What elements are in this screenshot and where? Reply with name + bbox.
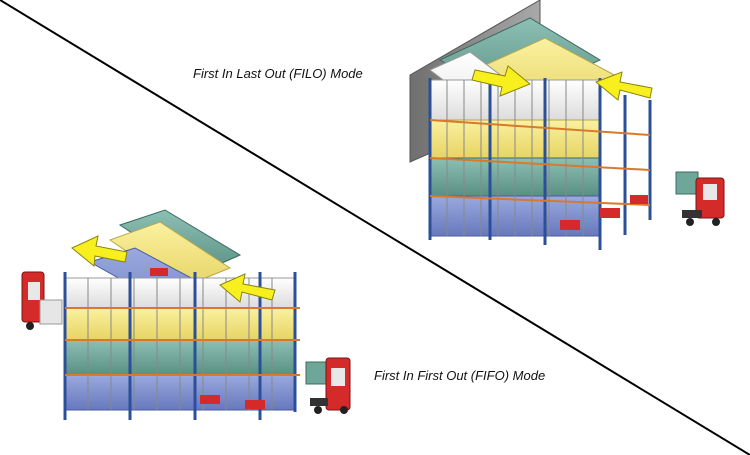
flow-arrow-icon <box>471 65 531 97</box>
fifo-rack-system <box>21 209 351 420</box>
flow-arrow-icon <box>595 71 653 101</box>
flow-arrow-icon <box>219 273 276 303</box>
forklift-icon <box>305 357 351 414</box>
forklift-icon <box>675 171 725 226</box>
filo-rack-system <box>409 0 725 250</box>
filo-rack-front <box>428 78 652 250</box>
flow-arrow-icon <box>71 235 128 267</box>
filo-mode-label: First In Last Out (FILO) Mode <box>193 66 363 81</box>
fifo-mode-label: First In First Out (FIFO) Mode <box>374 368 546 383</box>
forklift-icon <box>21 271 63 330</box>
